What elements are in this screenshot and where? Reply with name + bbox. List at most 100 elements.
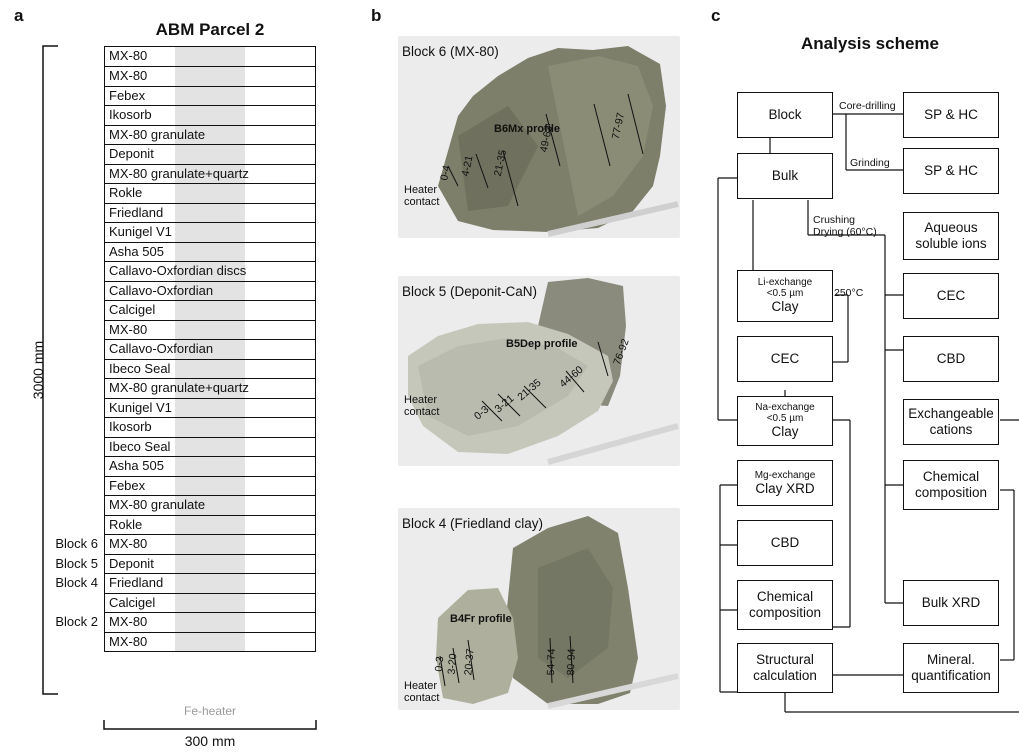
- photo-title: Block 6 (MX-80): [402, 44, 499, 59]
- parcel-layer: MX-80: [104, 46, 316, 67]
- parcel-layer-label: Ikosorb: [109, 107, 152, 122]
- parcel-layer-label: MX-80: [109, 48, 148, 63]
- heater-band: [175, 164, 245, 183]
- parcel-layer-label: Asha 505: [109, 458, 164, 473]
- parcel-layer-label: Asha 505: [109, 243, 164, 259]
- parcel-layer-label: Febex: [109, 477, 146, 493]
- heater-band: [175, 301, 245, 320]
- heater-band: [175, 242, 245, 261]
- profile-label: B5Dep profile: [506, 338, 578, 350]
- box-na-main: Clay: [771, 424, 799, 439]
- box-exchangeable-cations: Exchangeable cations: [903, 399, 999, 445]
- box-li-main: Clay: [771, 299, 799, 314]
- box-aqueous-ions: Aqueous soluble ions: [903, 212, 999, 260]
- parcel-layer-label: MX-80 granulate+quartz: [109, 165, 249, 181]
- block-label: Block 6: [55, 536, 98, 551]
- heater-band: [175, 340, 245, 359]
- box-sp-hc-2: SP & HC: [903, 148, 999, 194]
- heater-band: [175, 574, 245, 593]
- heater-band: [175, 379, 245, 398]
- parcel-layer: Asha 505: [104, 457, 316, 477]
- parcel-layer-label: Kunigel V1: [109, 399, 172, 415]
- box-bulk-xrd-label: Bulk XRD: [921, 595, 981, 610]
- parcel-layer: MX-80 granulate: [104, 125, 316, 145]
- box-cec-left-label: CEC: [770, 351, 800, 366]
- edge-label-core-drilling: Core-drilling: [839, 100, 896, 112]
- parcel-layer: MX-80: [104, 320, 316, 340]
- profile-tick: 54-74: [544, 648, 558, 676]
- box-cbd-left-label: CBD: [770, 535, 800, 550]
- box-bulk-label: Bulk: [771, 168, 799, 183]
- box-bulk: Bulk: [737, 153, 833, 199]
- box-mg-main: Clay XRD: [755, 480, 815, 496]
- parcel-layer: MX-80 granulate+quartz: [104, 164, 316, 184]
- parcel-layer: Deponit: [104, 145, 316, 165]
- parcel-layer: Friedland: [104, 574, 316, 594]
- box-mineral-line1: Mineral.: [926, 652, 975, 667]
- box-cec-left: CEC: [737, 336, 833, 382]
- edge-label-grinding: Grinding: [850, 157, 890, 169]
- heater-contact-line2: contact: [404, 692, 440, 704]
- profile-label: B6Mx profile: [494, 123, 561, 135]
- parcel-layer-label: Ibeco Seal: [109, 360, 171, 376]
- box-mg-line1: Mg-exchange: [754, 469, 816, 481]
- parcel-layer: Kunigel V1: [104, 398, 316, 418]
- heater-band: [175, 184, 245, 203]
- heater-contact-label: Heater contact: [404, 184, 439, 208]
- parcel-layer-label: Callavo-Oxfordian: [109, 282, 214, 298]
- horizontal-dimension-bracket: [103, 720, 317, 730]
- edge-label-crushing: Crushing: [813, 214, 856, 226]
- parcel-layer: Ikosorb: [104, 418, 316, 438]
- heater-contact-line1: Heater: [404, 184, 438, 196]
- photo-title: Block 5 (Deponit-CaN): [402, 284, 538, 299]
- box-block: Block: [737, 92, 833, 138]
- box-struct-line2: calculation: [753, 668, 817, 683]
- profile-tick: 20-37: [462, 648, 477, 676]
- parcel-layer: Rokle: [104, 184, 316, 204]
- profile-tick: 80-94: [564, 648, 578, 676]
- parcel-layer-label: Calcigel: [109, 594, 156, 610]
- heater-band: [175, 515, 245, 534]
- parcel-layer-label: MX-80 granulate: [109, 497, 206, 512]
- box-sp-hc-1-label: SP & HC: [924, 107, 978, 122]
- heater-band: [175, 535, 245, 554]
- box-exch-line2: cations: [929, 422, 973, 437]
- heater-band: [175, 554, 245, 573]
- parcel-layer: Febex: [104, 476, 316, 496]
- heater-contact-label: Heater contact: [404, 680, 439, 704]
- parcel-layer-label: MX-80: [109, 68, 148, 83]
- parcel-layer-label: Kunigel V1: [109, 224, 172, 239]
- box-bulk-xrd: Bulk XRD: [903, 580, 999, 626]
- parcel-layer: Friedland: [104, 203, 316, 223]
- heater-band: [175, 106, 245, 125]
- block-label: Block 2: [55, 614, 98, 629]
- heater-contact-label: Heater contact: [404, 394, 439, 418]
- box-li-line2: <0.5 µm: [766, 288, 804, 299]
- heater-band: [175, 262, 245, 281]
- parcel-layer: MX-80 granulate+quartz: [104, 379, 316, 399]
- parcel-layer: Ibeco Seal: [104, 437, 316, 457]
- parcel-layer: Rokle: [104, 515, 316, 535]
- parcel-layer: Deponit: [104, 554, 316, 574]
- box-struct-line1: Structural: [756, 652, 814, 667]
- panel-letter-c: c: [711, 6, 721, 25]
- parcel-layer: Callavo-Oxfordian discs: [104, 262, 316, 282]
- panel-letter-b: b: [371, 6, 382, 25]
- box-mg-exchange-clay-xrd: Mg-exchange Clay XRD: [737, 460, 833, 506]
- parcel-layer: Asha 505: [104, 242, 316, 262]
- heater-band: [175, 223, 245, 242]
- profile-tick: 3-20: [445, 653, 460, 675]
- parcel-layer-label: Calcigel: [109, 302, 156, 317]
- parcel-title: ABM Parcel 2: [155, 20, 265, 39]
- profile-tick: 0-3: [432, 655, 447, 673]
- box-chem-l-line2: composition: [748, 605, 822, 620]
- heater-band: [175, 320, 245, 339]
- parcel-layer-label: Friedland: [109, 575, 164, 590]
- parcel-layer-label: MX-80: [109, 321, 148, 337]
- parcel-layer: MX-80: [104, 67, 316, 87]
- parcel-layer-label: Callavo-Oxfordian: [109, 341, 214, 356]
- box-chemical-composition-left: Chemical composition: [737, 580, 833, 630]
- parcel-layer: Calcigel: [104, 593, 316, 613]
- parcel-layer: Callavo-Oxfordian: [104, 281, 316, 301]
